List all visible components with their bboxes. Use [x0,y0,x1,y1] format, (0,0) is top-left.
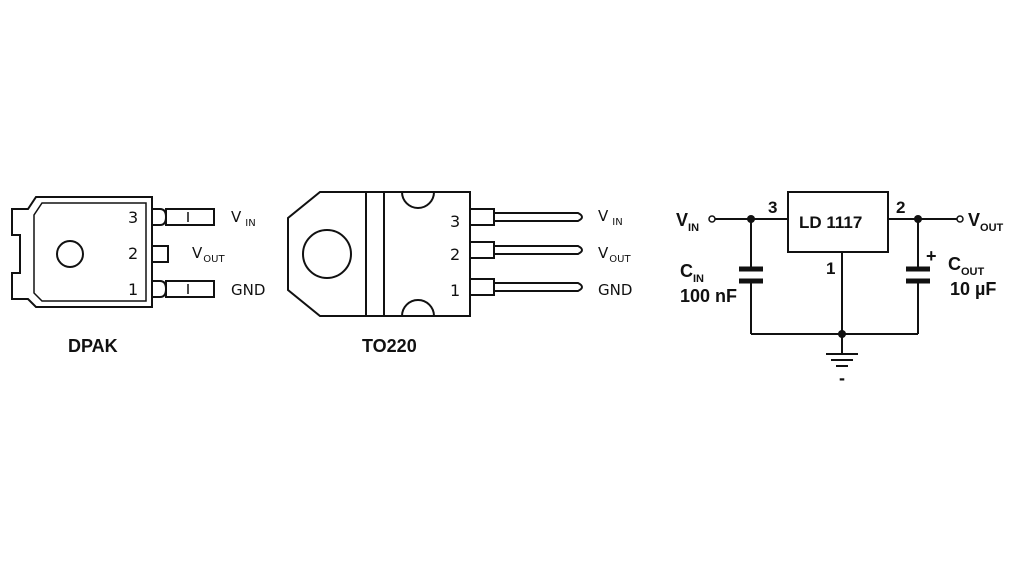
dpak-pin-1-lead [165,280,215,298]
to220-package-name: TO220 [362,336,417,356]
ic-pin-in-number: 3 [768,198,777,217]
application-schematic: VIN LD 1117 3 2 1 VOUT CIN 100 nF + COUT… [676,191,1004,388]
dpak-pin-1-bend [152,280,168,298]
vout-terminal [956,215,964,223]
to220-notch-bottom [401,299,435,317]
cout-value: 10 µF [950,279,996,299]
cin-label: CIN [680,261,704,285]
ground-junction [838,330,846,338]
ic-box [787,191,889,253]
to220-pin-3-lead [494,212,583,222]
vin-label: VIN [676,210,699,234]
to220-pin-number: 2 [450,245,460,264]
to220-tab [287,191,367,317]
vin-terminal [708,215,716,223]
to220-notch-top [401,191,435,209]
vout-label: VOUT [968,210,1004,234]
to220-mounting-hole [302,229,352,279]
ground-minus: - [839,368,845,388]
dpak-pin-2-lead [151,245,169,263]
to220-pin-1-stub [469,278,495,296]
cin-value: 100 nF [680,286,737,306]
dpak-pin-number: 1 [128,280,138,299]
ic-pin-out-number: 2 [896,198,905,217]
to220-pin-2-stub [469,241,495,259]
dpak-pin-number: 2 [128,244,138,263]
to220-pin-3-stub [469,208,495,226]
dpak-pin-number: 3 [128,208,138,227]
dpak-body-outline [11,196,153,308]
to220-pin-label: VOUT [598,244,631,265]
dpak-pin-3-bend [152,208,168,226]
ground-symbol [826,353,858,367]
dpak-package-name: DPAK [68,336,118,356]
dpak-body-inner [33,202,147,302]
cout-polarity-plus: + [926,246,937,266]
dpak-pin-label: VOUT [192,244,225,265]
to220-pin-2-lead [494,245,583,255]
dpak-pin-3-lead [165,208,215,226]
ic-pin-gnd-number: 1 [826,259,835,278]
dpak-mounting-hole [56,240,84,268]
cout-label: COUT [948,254,985,278]
to220-pin-label: GND [598,281,632,299]
to220-pin-number: 3 [450,212,460,231]
ic-label: LD 1117 [799,213,862,232]
to220-pin-1-lead [494,282,583,292]
dpak-pin-label: GND [231,281,265,299]
to220-pin-number: 1 [450,281,460,300]
